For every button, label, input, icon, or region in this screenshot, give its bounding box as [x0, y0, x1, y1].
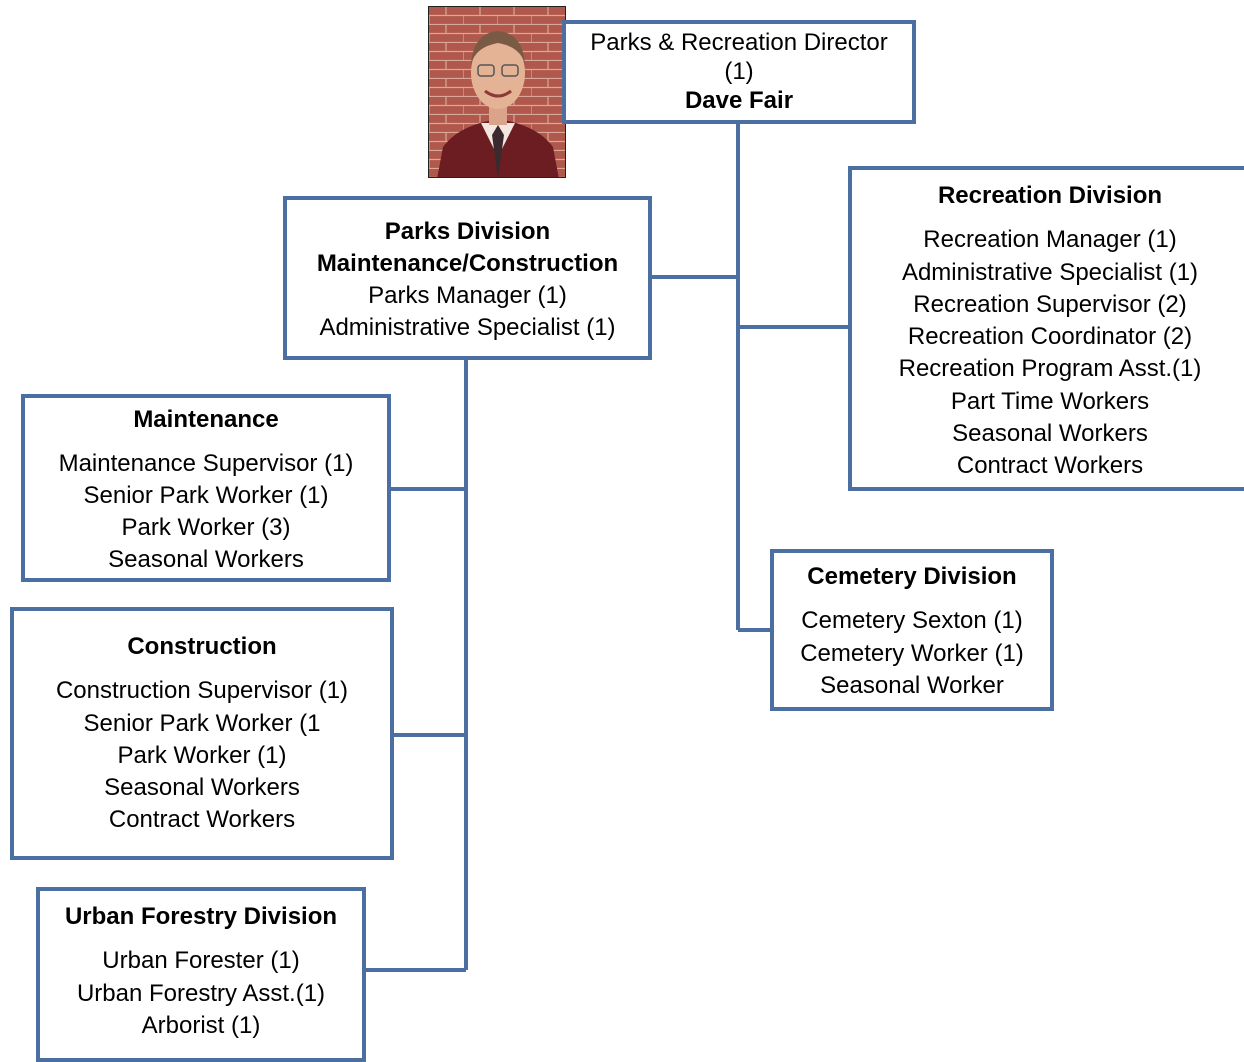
- cemetery-division-box: Cemetery Division Cemetery Sexton (1) Ce…: [770, 549, 1054, 711]
- cemetery-seasonal-worker: Seasonal Worker: [820, 671, 1004, 699]
- maintenance-seasonal-workers: Seasonal Workers: [108, 546, 304, 573]
- urban-forestry-asst: Urban Forestry Asst.(1): [76, 979, 326, 1007]
- director-photo: [428, 6, 566, 178]
- construction-seasonal-workers: Seasonal Workers: [104, 774, 300, 802]
- director-box: Parks & Recreation Director (1) Dave Fai…: [562, 20, 916, 124]
- cemetery-sexton: Cemetery Sexton (1): [801, 607, 1023, 635]
- parks-admin-specialist: Administrative Specialist (1): [319, 314, 616, 341]
- recreation-program-asst: Recreation Program Asst.(1): [898, 355, 1202, 383]
- recreation-coordinator: Recreation Coordinator (2): [907, 323, 1193, 351]
- director-title: Parks & Recreation Director: [590, 29, 888, 56]
- maintenance-box: Maintenance Maintenance Supervisor (1) S…: [21, 394, 391, 582]
- construction-contract-workers: Contract Workers: [108, 806, 296, 834]
- construction-park-worker: Park Worker (1): [117, 741, 287, 769]
- director-count: (1): [724, 58, 754, 85]
- construction-box: Construction Construction Supervisor (1)…: [10, 607, 394, 860]
- parks-manager: Parks Manager (1): [368, 282, 567, 309]
- recreation-seasonal-workers: Seasonal Workers: [952, 420, 1148, 448]
- director-name: Dave Fair: [684, 87, 794, 114]
- parks-division-title: Parks Division: [384, 218, 551, 245]
- urban-forester: Urban Forester (1): [102, 947, 300, 975]
- maintenance-title: Maintenance: [133, 406, 279, 433]
- recreation-contract-workers: Contract Workers: [956, 452, 1144, 480]
- recreation-supervisor: Recreation Supervisor (2): [913, 290, 1187, 318]
- construction-title: Construction: [127, 633, 277, 660]
- recreation-manager: Recreation Manager (1): [923, 226, 1177, 254]
- recreation-division-title: Recreation Division: [937, 182, 1163, 209]
- cemetery-division-title: Cemetery Division: [807, 563, 1017, 590]
- parks-division-subtitle: Maintenance/Construction: [316, 250, 619, 277]
- recreation-admin-specialist: Administrative Specialist (1): [901, 258, 1199, 286]
- construction-senior-park-worker: Senior Park Worker (1: [83, 709, 321, 737]
- construction-supervisor: Construction Supervisor (1): [55, 677, 349, 705]
- recreation-division-box: Recreation Division Recreation Manager (…: [848, 166, 1244, 491]
- cemetery-worker: Cemetery Worker (1): [800, 639, 1024, 667]
- maintenance-senior-park-worker: Senior Park Worker (1): [83, 482, 329, 509]
- parks-division-box: Parks Division Maintenance/Construction …: [283, 196, 652, 360]
- maintenance-park-worker: Park Worker (3): [121, 514, 291, 541]
- arborist: Arborist (1): [141, 1011, 261, 1039]
- part-time-workers: Part Time Workers: [950, 387, 1150, 415]
- urban-forestry-division-box: Urban Forestry Division Urban Forester (…: [36, 887, 366, 1062]
- maintenance-supervisor: Maintenance Supervisor (1): [58, 450, 354, 477]
- urban-forestry-title: Urban Forestry Division: [64, 903, 338, 930]
